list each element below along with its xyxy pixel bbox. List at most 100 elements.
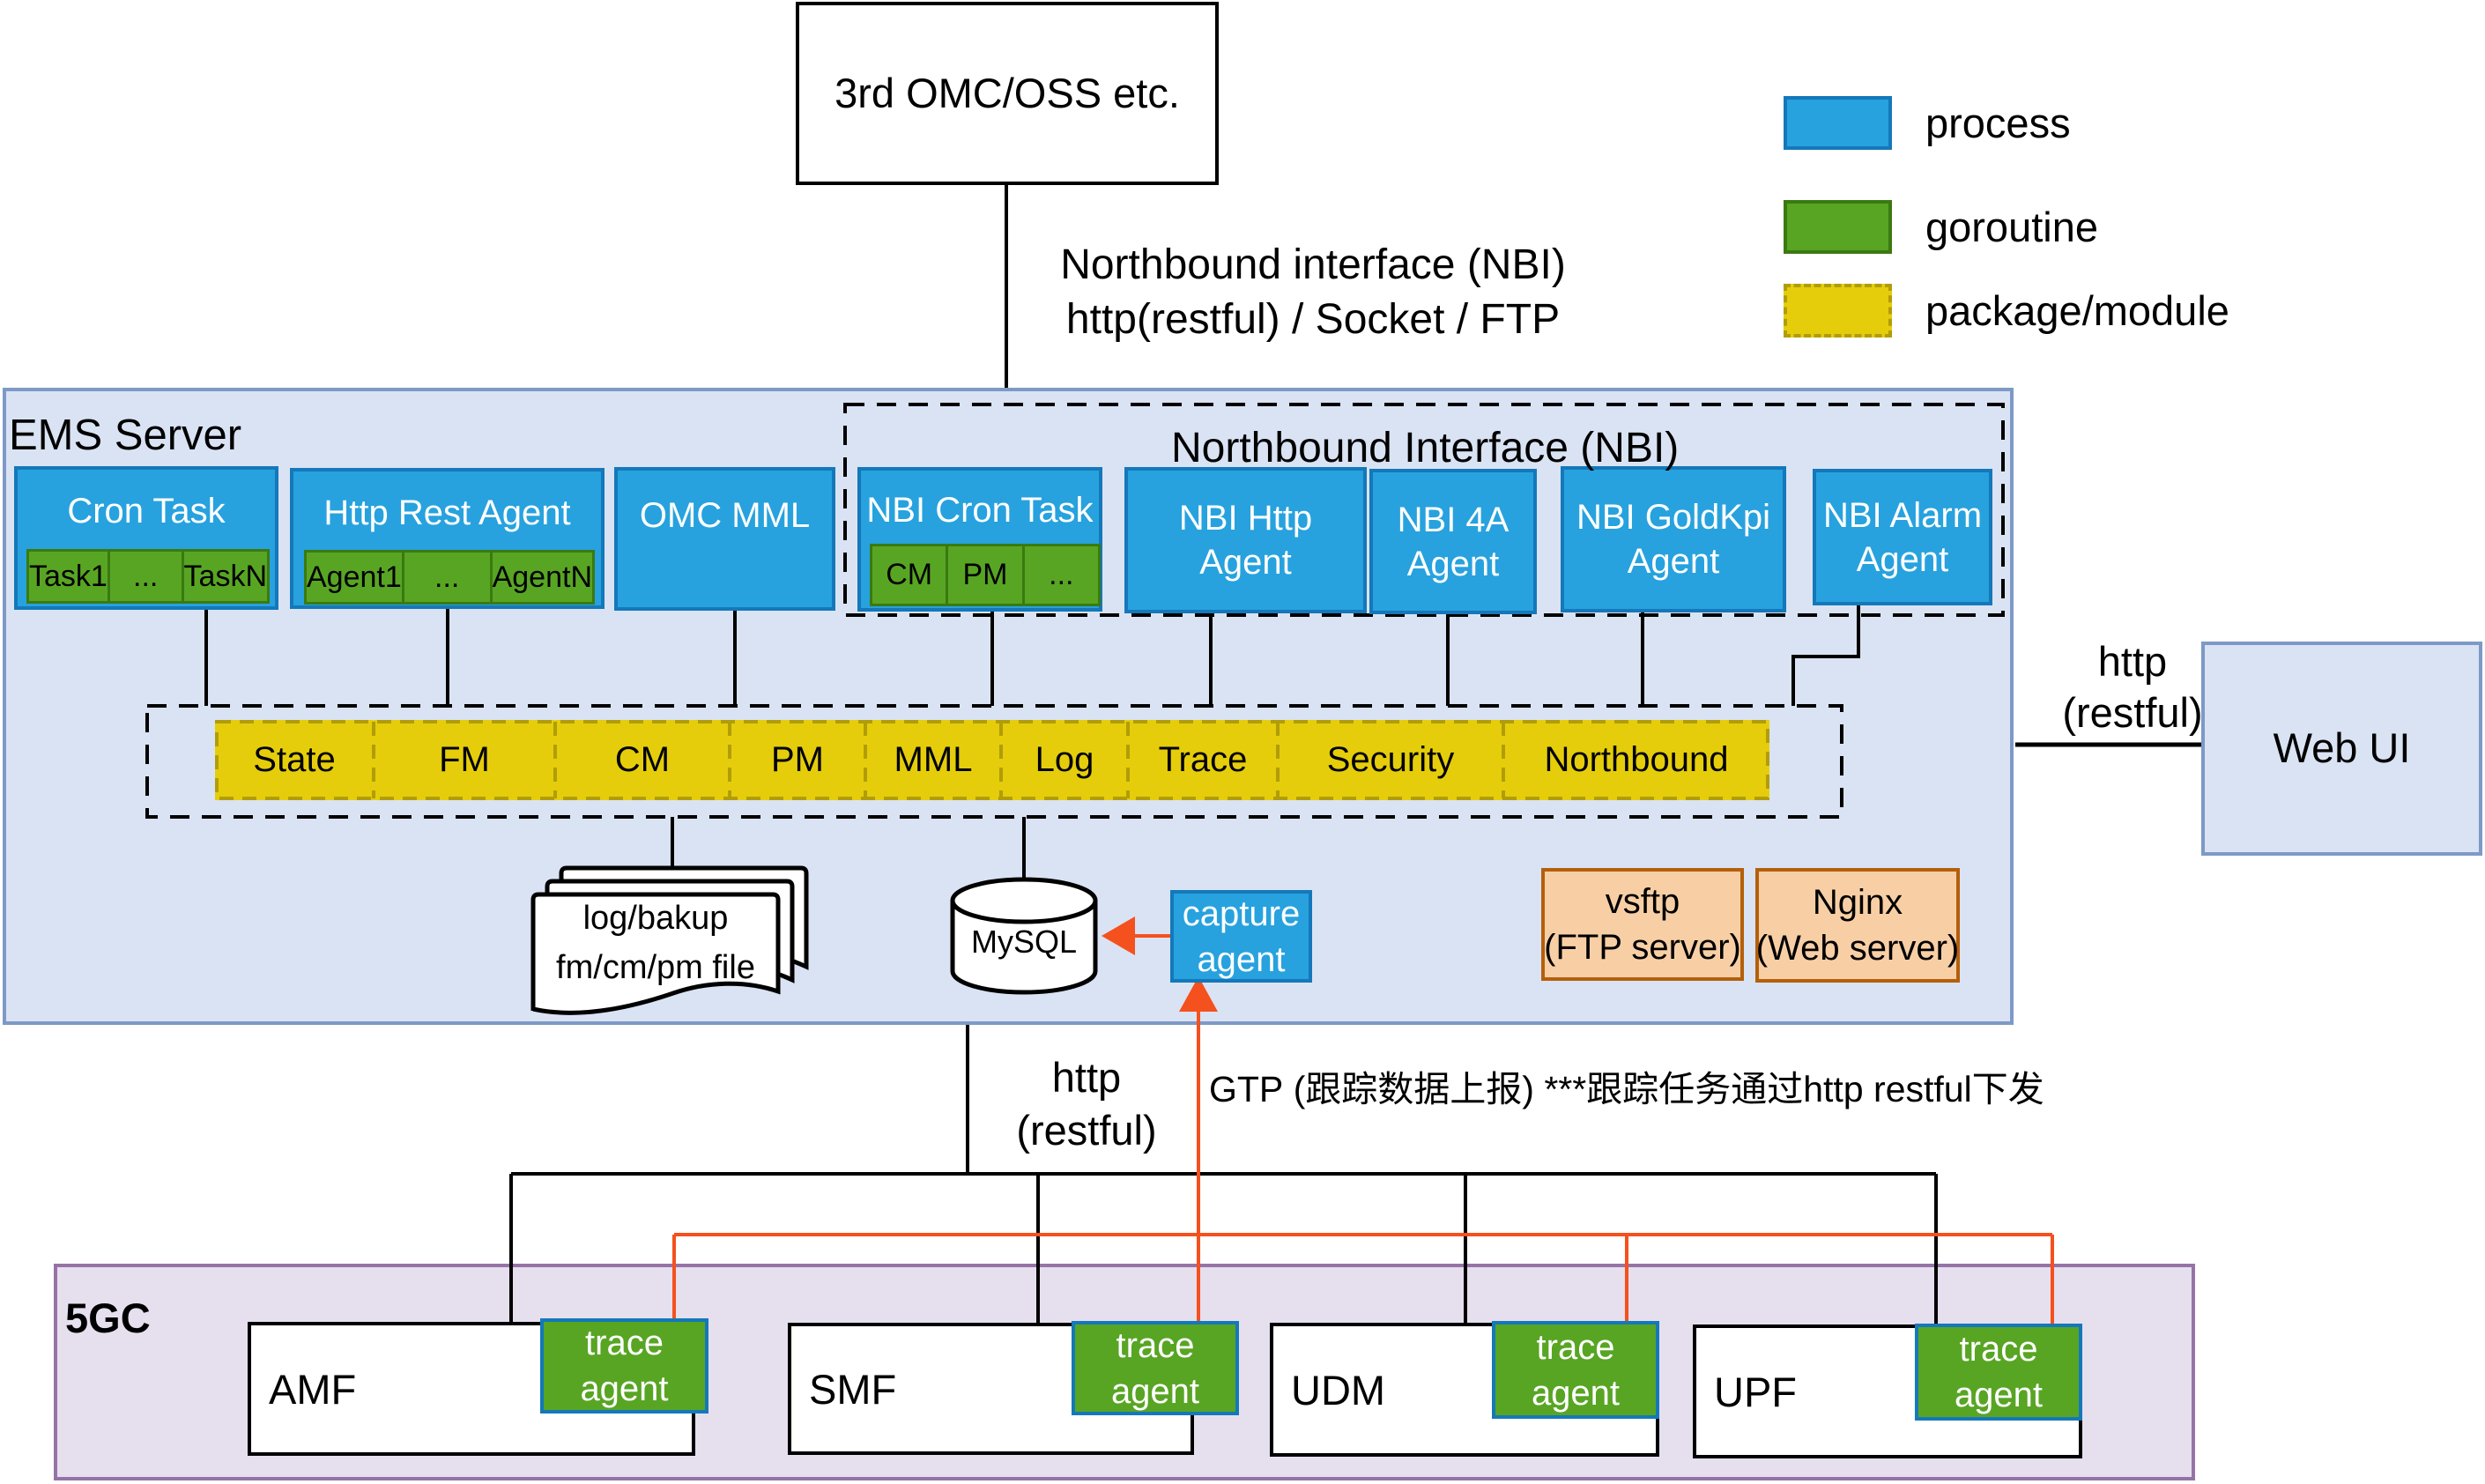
capture-agent-line1: capture [1182,894,1301,933]
goroutine-cell-cm: CM [872,546,949,604]
process-nbi-http-agent-line1: NBI Http [1178,499,1313,538]
nf-upf-label: UPF [1714,1368,1797,1415]
webui-http-label: http (restful) [2053,636,2212,738]
capture-agent-label: capture agent [1183,891,1300,983]
process-nbi-cron-task-title: NBI Cron Task [866,491,1094,530]
module-trace: Trace [1158,740,1248,779]
process-nbi-goldkpi-agent-line1: NBI GoldKpi [1576,498,1771,537]
module-bar: State FM CM PM MML Log Trace Security No… [215,720,1769,800]
process-nbi-http-agent-line2: Agent [1199,543,1292,582]
legend-package-label: package/module [1925,287,2229,334]
goroutine-cell-nbi-ellipsis: ... [1049,558,1074,591]
process-nbi-4a-agent-line2: Agent [1406,544,1500,583]
process-nbi-goldkpi-agent: NBI GoldKpi Agent [1561,466,1786,612]
webui-http-line2: (restful) [2062,689,2203,736]
gtp-note: GTP (跟踪数据上报) ***跟踪任务通过http restful下发 [1209,1065,2044,1110]
nf-amf-trace-agent: trace agent [540,1318,708,1414]
external-oss-label: 3rd OMC/OSS etc. [835,69,1180,116]
legend-goroutine-swatch [1784,200,1892,254]
module-fm: FM [439,740,490,779]
goroutine-cell-task1: Task1 [29,552,110,601]
process-nbi-http-agent-title: NBI Http Agent [1179,496,1312,584]
nf-smf-trace-agent: trace agent [1072,1321,1239,1415]
core-http-line1: http [1051,1054,1122,1101]
process-nbi-alarm-agent-line1: NBI Alarm [1822,495,1983,535]
core-http-line2: (restful) [1016,1107,1157,1154]
nf-smf-trace-line1: trace [1116,1325,1195,1365]
module-cm: CM [614,740,671,779]
vsftp-box: vsftp (FTP server) [1541,868,1744,981]
process-nbi-alarm-agent-title: NBI Alarm Agent [1823,493,1982,582]
nbi-group-label: Northbound Interface (NBI) [1171,425,1680,471]
goroutine-cell-agent1: Agent1 [307,553,404,602]
goroutine-cell-taskn: TaskN [183,559,267,593]
legend-package-swatch [1784,284,1892,338]
process-omc-mml-title: OMC MML [639,496,811,535]
core-http-label: http (restful) [1007,1051,1166,1157]
process-nbi-alarm-agent: NBI Alarm Agent [1813,469,1992,605]
files-label: log/bakup fm/cm/pm file [533,894,778,992]
goroutine-cell-pm: PM [948,546,1025,604]
process-nbi-4a-agent-line1: NBI 4A [1397,500,1510,539]
goroutine-cell-task-ellipsis: ... [110,552,184,601]
nginx-line2: (Web server) [1755,929,1960,968]
module-mml: MML [894,740,973,779]
nf-amf-trace-label: trace agent [580,1320,668,1412]
nf-smf-trace-line2: agent [1110,1371,1200,1411]
external-oss-box: 3rd OMC/OSS etc. [796,2,1219,185]
nf-upf-trace-line1: trace [1959,1330,2038,1369]
webui-http-line1: http [2097,638,2168,685]
legend-process-label: process [1925,100,2071,146]
web-ui-label: Web UI [2273,724,2411,772]
goroutine-cell-agent-ellipsis: ... [404,553,493,602]
core-label: 5GC [65,1295,151,1341]
process-nbi-goldkpi-agent-line2: Agent [1627,542,1720,581]
process-omc-mml: OMC MML [614,467,835,611]
web-ui-box [2201,642,2482,856]
web-ui-label-wrap: Web UI [2201,642,2482,856]
nf-udm-label: UDM [1291,1366,1386,1414]
nbi-cron-goroutines: CM PM ... [870,544,1101,606]
nf-udm-trace-line1: trace [1536,1327,1615,1367]
module-log: Log [1035,740,1094,779]
nf-upf-trace-line2: agent [1954,1376,2044,1414]
vsftp-line1: vsftp [1605,882,1680,921]
nf-udm-trace-agent: trace agent [1492,1321,1659,1419]
nginx-label: Nginx (Web server) [1756,879,1959,971]
capture-agent-box: capture agent [1170,890,1312,983]
module-pm: PM [771,740,824,779]
module-northbound: Northbound [1544,740,1729,779]
nf-udm-trace-label: trace agent [1532,1324,1620,1416]
nf-upf-trace-label: trace agent [1955,1326,2043,1418]
nginx-box: Nginx (Web server) [1755,868,1960,983]
nf-smf-label: SMF [809,1365,897,1413]
ems-server-label: EMS Server [9,412,242,459]
north-link-label: Northbound interface (NBI) http(restful)… [1005,238,1621,347]
nf-upf-trace-agent: trace agent [1915,1324,2082,1421]
capture-agent-line2: agent [1197,939,1286,979]
vsftp-label: vsftp (FTP server) [1544,879,1741,970]
files-label-line1: log/bakup [582,900,729,937]
goroutine-cell-agentn: AgentN [492,560,592,594]
legend-process-swatch [1784,96,1892,150]
process-cron-task-title: Cron Task [67,492,226,531]
process-http-rest-agent-title: Http Rest Agent [323,493,571,532]
files-label-line2: fm/cm/pm file [556,949,755,986]
cron-task-goroutines: Task1 ... TaskN [26,549,270,604]
module-security: Security [1326,740,1455,779]
process-nbi-http-agent: NBI Http Agent [1124,467,1367,613]
nf-amf-label: AMF [269,1365,357,1413]
nf-smf-trace-label: trace agent [1111,1323,1199,1414]
legend-goroutine-label: goroutine [1925,204,2098,250]
process-nbi-alarm-agent-line2: Agent [1856,539,1949,579]
north-link-line2: http(restful) / Socket / FTP [1065,296,1561,343]
nf-amf-trace-line1: trace [585,1324,664,1362]
process-nbi-4a-agent-title: NBI 4A Agent [1398,498,1510,586]
vsftp-line2: (FTP server) [1544,928,1741,967]
nf-amf-trace-line2: agent [580,1369,669,1408]
mysql-label: MySQL [970,924,1078,960]
process-nbi-4a-agent: NBI 4A Agent [1369,469,1537,614]
north-link-line1: Northbound interface (NBI) [1060,241,1566,288]
module-state: State [253,740,336,779]
